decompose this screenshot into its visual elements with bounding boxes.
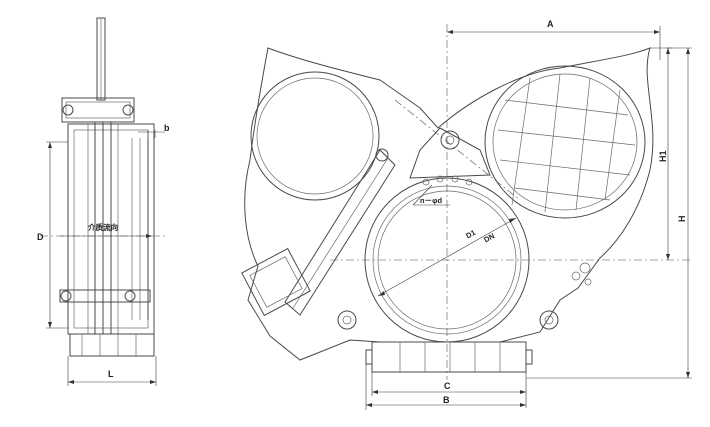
side-view [40, 17, 168, 386]
front-dimensions [365, 26, 692, 410]
dim-label-l: L [108, 369, 114, 379]
holes-label: n－φd [420, 196, 442, 205]
dim-label-dn: DN [482, 231, 496, 244]
dim-label-b-width: B [443, 395, 450, 405]
dim-label-a: A [547, 19, 554, 29]
disc-grid [497, 73, 636, 213]
dim-label-h: H [677, 216, 687, 223]
dim-label-c: C [444, 381, 451, 391]
front-view [241, 24, 690, 380]
dim-label-d: D [37, 232, 44, 242]
dim-label-b: b [164, 123, 170, 133]
medium-flow-label: 介质流向 [87, 222, 118, 232]
dim-label-d1: D1 [464, 228, 477, 240]
dim-label-h1: H1 [658, 150, 668, 162]
